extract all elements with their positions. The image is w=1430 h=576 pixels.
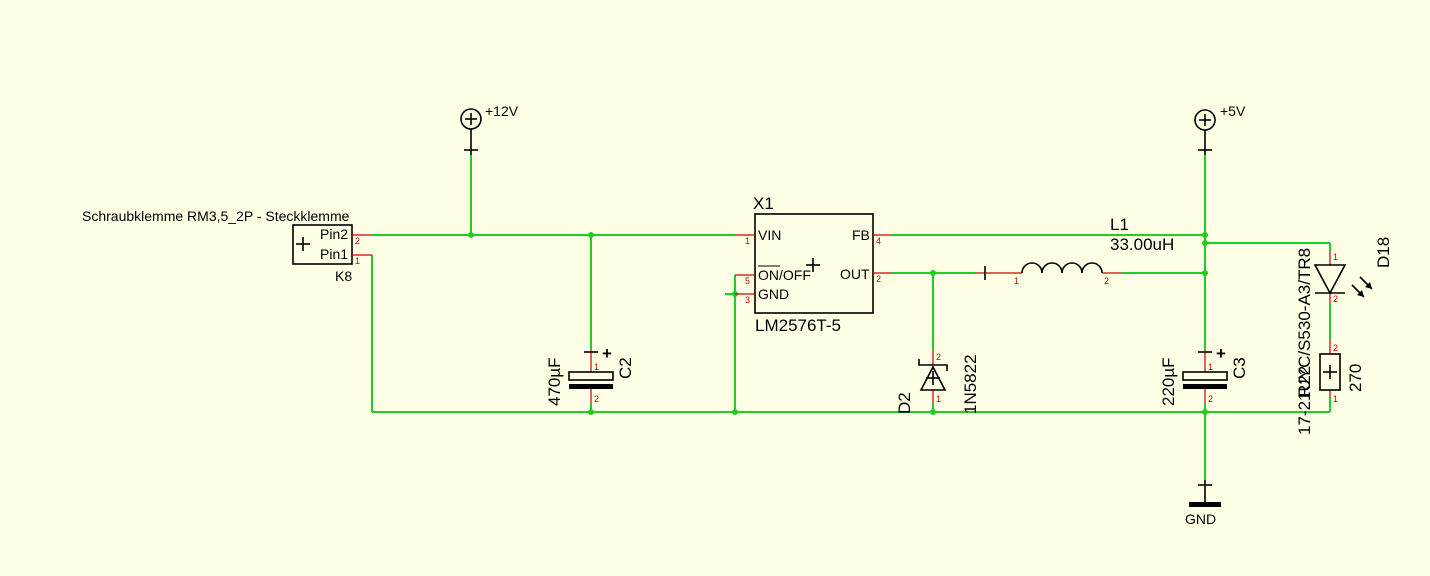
pin-number: 1 bbox=[936, 394, 941, 404]
pin-number: 2 bbox=[1104, 276, 1109, 286]
capacitor-plate-plus bbox=[1182, 371, 1228, 381]
light-arrow-icon bbox=[1357, 290, 1364, 297]
light-arrow-icon bbox=[1365, 282, 1372, 289]
regulator-onoff-label: ON/OFF bbox=[758, 267, 811, 283]
regulator-gnd-label: GND bbox=[758, 286, 789, 302]
capacitor-plate-minus bbox=[1183, 384, 1227, 389]
pin-number: 1 bbox=[594, 362, 599, 372]
resistor-body bbox=[1319, 353, 1341, 391]
pin-number: 2 bbox=[1208, 394, 1213, 404]
capacitor-c3-value: 220µF bbox=[1159, 357, 1178, 406]
capacitor-plate-minus bbox=[569, 384, 613, 389]
junction-dot bbox=[732, 409, 738, 415]
pin-number: 3 bbox=[745, 295, 750, 305]
junction-dot bbox=[588, 409, 594, 415]
pin-number: 1 bbox=[1333, 394, 1338, 404]
pin-number: 2 bbox=[1333, 294, 1338, 304]
junction-dot bbox=[1202, 409, 1208, 415]
pin-number: 2 bbox=[355, 236, 360, 246]
ground-bar-icon bbox=[1189, 502, 1221, 507]
junction-dot bbox=[1202, 232, 1208, 238]
supply-12v-symbol[interactable]: +12V bbox=[460, 103, 519, 155]
pin-number: 1 bbox=[1208, 362, 1213, 372]
pin-number: 1 bbox=[1333, 252, 1338, 262]
pin-number: 1 bbox=[1014, 276, 1019, 286]
regulator-fb-label: FB bbox=[852, 227, 870, 243]
pin-number: 2 bbox=[936, 352, 941, 362]
led-triangle-icon bbox=[1313, 264, 1347, 295]
schottky-bar-icon bbox=[918, 359, 948, 371]
inductor-l1[interactable]: L1 33.00uH 1 2 bbox=[975, 215, 1174, 286]
inductor-ref: L1 bbox=[1110, 215, 1129, 234]
supply-12v-label: +12V bbox=[485, 103, 519, 119]
capacitor-c3[interactable]: + 1 2 C3 220µF bbox=[1159, 344, 1249, 406]
regulator-value: LM2576T-5 bbox=[755, 316, 841, 335]
polarity-plus: + bbox=[602, 344, 612, 363]
diode-ref: D2 bbox=[895, 392, 914, 414]
pin-number: 5 bbox=[745, 276, 750, 286]
pin-number: 4 bbox=[876, 236, 881, 246]
regulator-out-label: OUT bbox=[840, 266, 870, 282]
pin-number: 1 bbox=[355, 256, 360, 266]
regulator-x1[interactable]: X1 1 5 3 4 2 VIN ON/OFF GND FB OUT LM257… bbox=[735, 194, 892, 335]
capacitor-c2-ref: C2 bbox=[616, 357, 635, 379]
capacitor-plate-plus bbox=[568, 371, 614, 381]
connector-body bbox=[292, 224, 353, 265]
supply-5v-symbol[interactable]: +5V bbox=[1194, 103, 1246, 155]
capacitor-c2[interactable]: + 1 2 C2 470µF bbox=[545, 344, 635, 406]
junctions bbox=[468, 232, 1208, 415]
junction-dot bbox=[468, 232, 474, 238]
connector-pin1-label: Pin1 bbox=[320, 246, 348, 262]
connector-ref: K8 bbox=[335, 268, 352, 284]
diode-d2[interactable]: 2 1 D2 1N5822 bbox=[895, 350, 980, 414]
junction-dot bbox=[1202, 270, 1208, 276]
polarity-plus: + bbox=[1216, 344, 1226, 363]
led-value: 17-21UYC/S530-A3/TR8 bbox=[1295, 248, 1314, 435]
ground-label: GND bbox=[1185, 511, 1216, 527]
resistor-r22[interactable]: 2 1 R22 270 bbox=[1295, 340, 1365, 404]
pin-number: 2 bbox=[876, 274, 881, 284]
led-d18[interactable]: 1 2 D18 17-21UYC/S530-A3/TR8 bbox=[1295, 237, 1393, 435]
resistor-value: 270 bbox=[1346, 364, 1365, 392]
ground-symbol[interactable]: GND bbox=[1185, 480, 1221, 527]
wires bbox=[371, 155, 1331, 480]
capacitor-c2-value: 470µF bbox=[545, 357, 564, 406]
regulator-ref: X1 bbox=[753, 194, 774, 213]
supply-5v-label: +5V bbox=[1220, 103, 1246, 119]
connector-k8[interactable]: Schraubklemme RM3,5_2P - Steckklemme Pin… bbox=[82, 208, 372, 284]
pin-number: 1 bbox=[745, 236, 750, 246]
diode-value: 1N5822 bbox=[961, 354, 980, 414]
regulator-body bbox=[754, 213, 874, 314]
inductor-value: 33.00uH bbox=[1110, 235, 1174, 254]
regulator-vin-label: VIN bbox=[758, 227, 781, 243]
inductor-coil-icon bbox=[1021, 262, 1103, 274]
capacitor-c3-ref: C3 bbox=[1230, 357, 1249, 379]
resistor-ref: R22 bbox=[1295, 366, 1314, 397]
led-ref: D18 bbox=[1374, 237, 1393, 268]
connector-title: Schraubklemme RM3,5_2P - Steckklemme bbox=[82, 208, 350, 224]
connector-pin2-label: Pin2 bbox=[320, 226, 348, 242]
junction-dot bbox=[930, 270, 936, 276]
junction-dot bbox=[930, 409, 936, 415]
pin-number: 2 bbox=[594, 394, 599, 404]
junction-dot bbox=[1202, 240, 1208, 246]
junction-dot bbox=[588, 232, 594, 238]
pin-number: 2 bbox=[1333, 343, 1338, 353]
